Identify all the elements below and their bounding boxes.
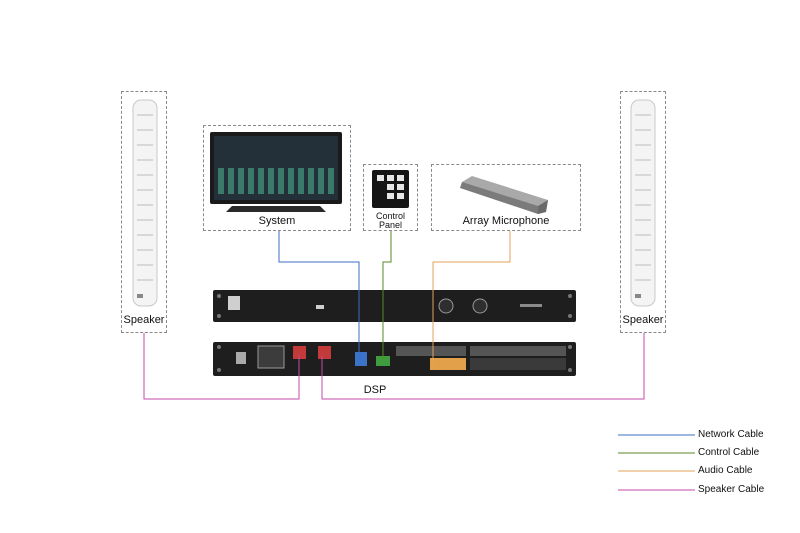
legend-label-audio: Audio Cable xyxy=(698,465,753,476)
speaker-cable-right xyxy=(321,333,645,400)
dsp-front-panel xyxy=(213,290,576,322)
dsp-rear-panel xyxy=(213,342,576,376)
control-panel-label-line2: Panel xyxy=(378,220,403,230)
speaker-right-label: Speaker xyxy=(622,314,664,326)
speaker-right-icon xyxy=(630,99,656,307)
legend-label-speaker: Speaker Cable xyxy=(698,484,765,495)
control-panel-icon xyxy=(372,170,409,208)
network-cable xyxy=(278,231,360,358)
array-microphone-icon xyxy=(460,176,548,214)
dsp-label: DSP xyxy=(363,384,387,396)
speaker-cable-left xyxy=(143,333,300,400)
speaker-left-icon xyxy=(132,99,158,307)
legend-label-control: Control Cable xyxy=(698,447,760,458)
monitor-icon xyxy=(210,132,342,212)
array-microphone-label: Array Microphone xyxy=(462,215,550,227)
speaker-left-label: Speaker xyxy=(123,314,165,326)
audio-cable xyxy=(432,231,511,363)
system-label: System xyxy=(258,215,296,227)
legend-label-network: Network Cable xyxy=(698,429,764,440)
control-cable xyxy=(382,231,392,360)
control-panel-label-line1: Control xyxy=(375,211,405,221)
